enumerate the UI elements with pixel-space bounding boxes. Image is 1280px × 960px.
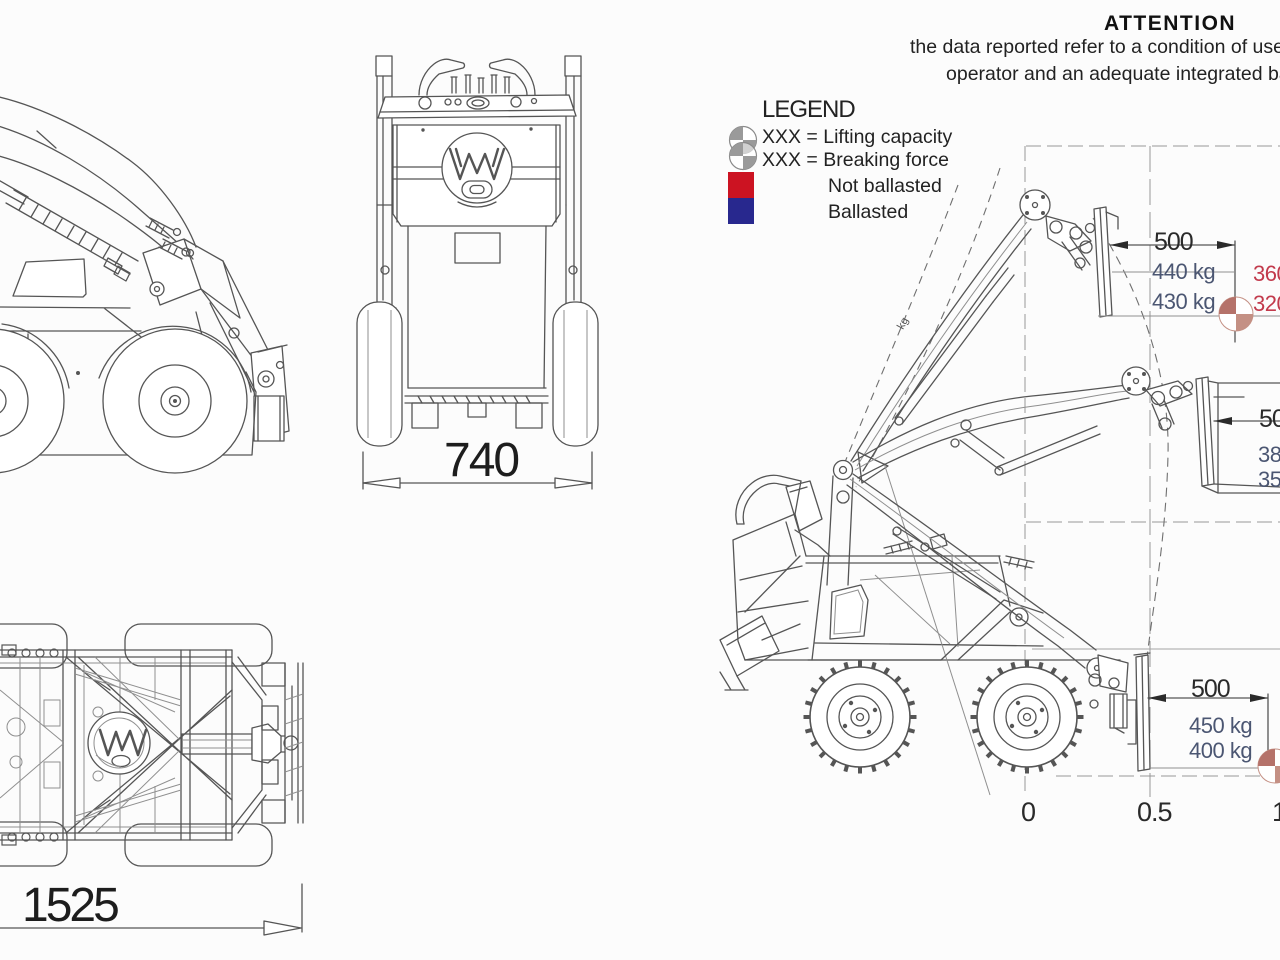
svg-text:740: 740 [444,434,518,487]
svg-text:350: 350 [1258,467,1280,492]
svg-text:kg: kg [895,316,911,332]
svg-text:Ballasted: Ballasted [828,201,908,223]
svg-text:0: 0 [1021,797,1035,827]
svg-text:500: 500 [1259,405,1280,433]
svg-text:320: 320 [1253,291,1280,316]
svg-text:0.5: 0.5 [1137,797,1172,827]
svg-text:440 kg: 440 kg [1152,259,1215,284]
svg-text:ATTENTION: ATTENTION [1104,12,1236,35]
svg-text:385: 385 [1258,442,1280,467]
svg-text:500: 500 [1191,675,1230,703]
svg-text:1: 1 [1272,797,1280,827]
svg-text:LEGEND: LEGEND [762,96,855,123]
svg-text:XXX = Breaking force: XXX = Breaking force [762,149,949,171]
svg-text:400 kg: 400 kg [1189,738,1252,763]
svg-text:500: 500 [1154,228,1193,256]
svg-text:Not ballasted: Not ballasted [828,175,942,197]
svg-text:360: 360 [1253,261,1280,286]
svg-text:1525: 1525 [22,879,118,932]
svg-text:XXX = Lifting capacity: XXX = Lifting capacity [762,126,952,148]
svg-text:450 kg: 450 kg [1189,713,1252,738]
svg-text:the data reported refer to a c: the data reported refer to a condition o… [910,36,1280,58]
svg-text:430 kg: 430 kg [1152,289,1215,314]
svg-text:operator and an adequate integ: operator and an adequate integrated ball… [946,63,1280,85]
